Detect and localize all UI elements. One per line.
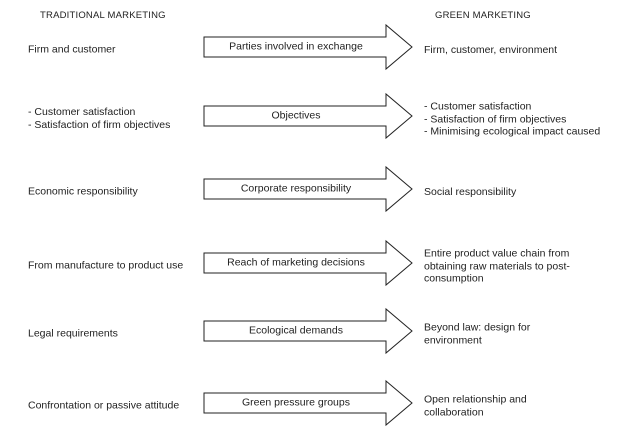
comparison-row-responsibility: Economic responsibility Corporate respon…: [0, 162, 621, 222]
traditional-text: Legal requirements: [28, 328, 198, 341]
text-line: Social responsibility: [424, 185, 517, 198]
text-line: Economic responsibility: [28, 185, 138, 198]
text-line: - Satisfaction of firm objectives: [28, 119, 171, 131]
comparison-row-parties: Firm and customer Parties involved in ex…: [0, 20, 621, 80]
dimension-label: Reach of marketing decisions: [227, 256, 365, 269]
text-line: - Minimising ecological impact caused: [424, 125, 601, 138]
dimension-label: Parties involved in exchange: [229, 40, 363, 53]
text-line: Legal requirements: [28, 327, 118, 340]
text-line: Firm, customer, environment: [424, 43, 558, 56]
text-line: Firm and customer: [28, 43, 116, 56]
traditional-marketing-header: TRADITIONAL MARKETING: [40, 10, 166, 21]
traditional-text: Firm and customer: [28, 44, 198, 57]
traditional-text: Economic responsibility: [28, 186, 198, 199]
text-line: - Satisfaction of firm objectives: [424, 112, 567, 125]
green-text: Beyond law: design for environment: [424, 322, 619, 347]
traditional-text: - Customer satisfaction - Satisfaction o…: [28, 106, 198, 132]
text-line: Open relationship and: [424, 393, 527, 406]
dimension-label: Corporate responsibility: [240, 182, 352, 195]
text-line: consumption: [424, 272, 484, 285]
text-line: - Customer satisfaction: [28, 106, 136, 118]
arrow-shape: [203, 239, 413, 287]
comparison-row-objectives: - Customer satisfaction - Satisfaction o…: [0, 89, 621, 149]
arrow-shape: [203, 307, 413, 355]
green-text: - Customer satisfaction - Satisfaction o…: [424, 100, 619, 138]
text-line: Confrontation or passive attitude: [28, 399, 180, 412]
dimension-label: Objectives: [271, 109, 321, 122]
text-line: - Customer satisfaction: [424, 100, 532, 113]
text-line: Beyond law: design for: [424, 321, 531, 334]
green-text: Entire product value chain from obtainin…: [424, 247, 619, 285]
comparison-row-pressure-groups: Confrontation or passive attitude Green …: [0, 376, 621, 436]
arrow-shape: [203, 379, 413, 427]
text-line: From manufacture to product use: [28, 259, 184, 272]
traditional-text: Confrontation or passive attitude: [28, 400, 198, 413]
text-line: collaboration: [424, 406, 484, 418]
text-line: obtaining raw materials to post-: [424, 259, 570, 272]
dimension-label: Green pressure groups: [242, 396, 350, 409]
traditional-text: From manufacture to product use: [28, 260, 198, 273]
green-marketing-header: GREEN MARKETING: [435, 10, 531, 21]
arrow-shape: [203, 165, 413, 213]
dimension-label: Ecological demands: [249, 324, 343, 337]
comparison-row-ecological: Legal requirements Ecological demands Be…: [0, 304, 621, 364]
text-line: Entire product value chain from: [424, 247, 570, 260]
comparison-row-reach: From manufacture to product use Reach of…: [0, 236, 621, 296]
arrow-shape: [203, 23, 413, 71]
text-line: environment: [424, 334, 482, 346]
arrow-shape: [203, 92, 413, 140]
green-text: Open relationship and collaboration: [424, 394, 619, 419]
green-text: Social responsibility: [424, 186, 619, 199]
green-text: Firm, customer, environment: [424, 44, 619, 57]
